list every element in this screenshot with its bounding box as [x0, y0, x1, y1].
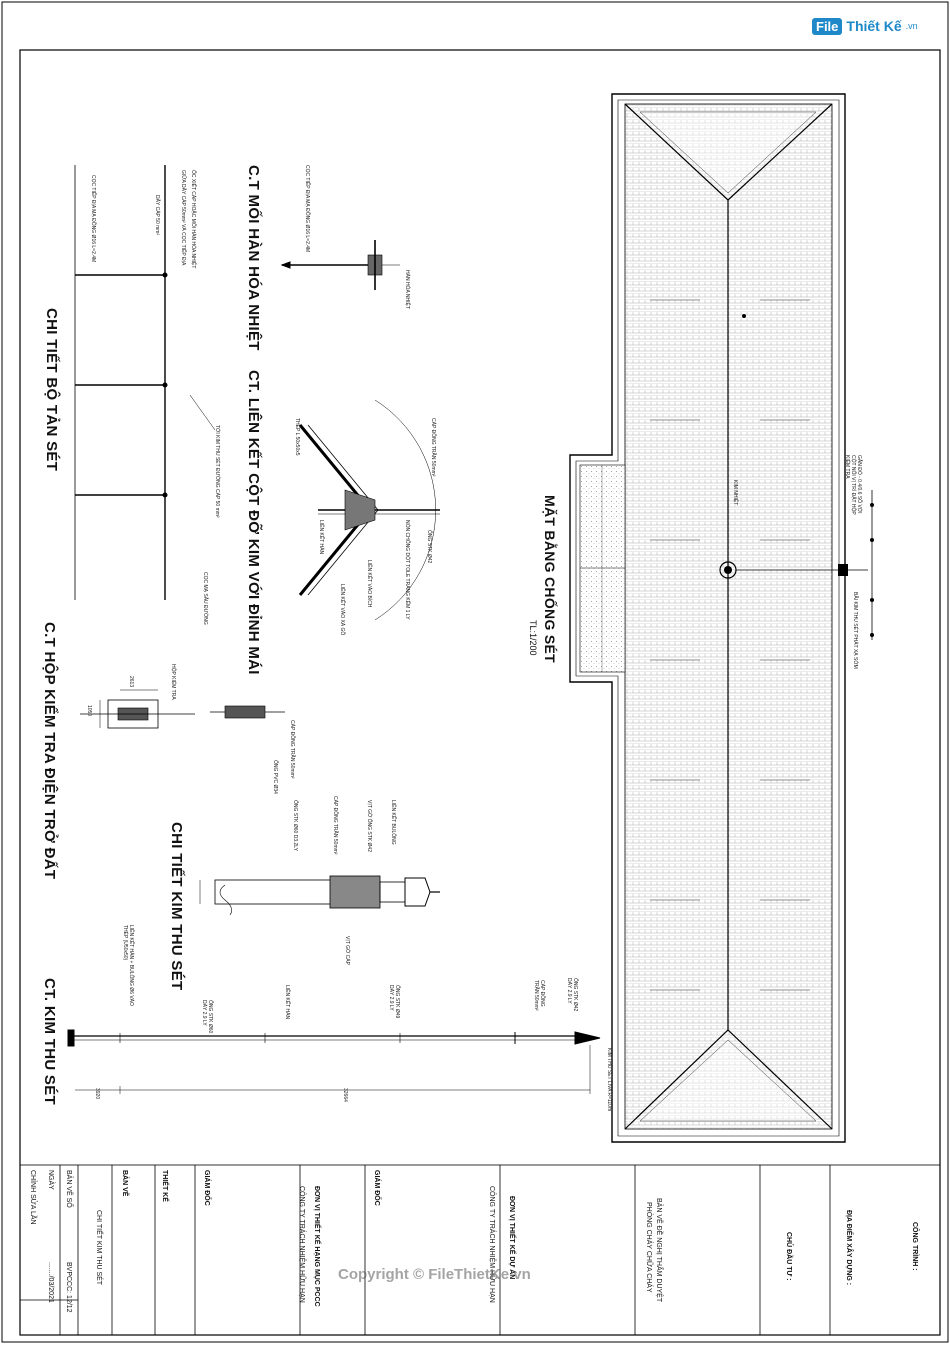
- needle-title: CT. KIM THU SÉT: [41, 978, 58, 1105]
- nd-label-1: LIÊN KẾT BULÔNG: [390, 800, 396, 845]
- site-logo[interactable]: File Thiết Kế .vn: [812, 14, 918, 38]
- logo-domain: .vn: [905, 21, 918, 31]
- rj-label-1: CÁP ĐỒNG TRẦN 50mm²: [430, 418, 436, 477]
- tb-sheet-no-label: BẢN VẼ SỐ: [65, 1170, 72, 1208]
- tb-chu-dau-tu: CHỦ ĐẦU TƯ :: [785, 1232, 792, 1281]
- gg-label-1: ỐC XIẾT CÁP HOẶC MỐI HÀN HÓA NHIỆT: [190, 170, 196, 269]
- rj-label-3: NÓN CHỐNG DỘT TOLE TRÁNG KẼM 1 LY: [404, 520, 410, 620]
- nd-label-3: CÁP ĐỒNG TRẦN 50mm²: [332, 796, 338, 855]
- ground-grid-drawing: [74, 165, 216, 600]
- tb-revision-label: CHỈNH SỬA LẦN: [29, 1170, 36, 1225]
- tb-cong-trinh: CÔNG TRÌNH :: [911, 1222, 918, 1271]
- tb-purpose-2: PHÒNG CHÁY CHỮA CHÁY: [645, 1202, 652, 1293]
- exothermic-title: C.T MỐI HÀN HÓA NHIỆT: [245, 165, 262, 351]
- roof-plan: [569, 93, 874, 1143]
- needle-detail-drawing: [199, 875, 440, 916]
- roof-joint-title: CT. LIÊN KẾT CỘT ĐỠ KIM VỚI ĐỈNH MÁI: [245, 370, 262, 675]
- testbox-title: C.T HỘP KIỂM TRA ĐIỆN TRỞ ĐẤT: [41, 622, 58, 880]
- nd-label-4: ỐNG STK Ø60 D3.2LY: [292, 800, 298, 852]
- tb-pccc-unit-label: ĐƠN VỊ THIẾT KẾ HẠNG MỤC PCCC: [313, 1186, 320, 1307]
- tb-drawing-label: BẢN VẼ: [121, 1170, 128, 1197]
- tb-pccc-unit-name: CÔNG TY TRÁCH NHIỆM HỮU HẠN: [298, 1186, 305, 1303]
- tb-date: ......./03/2021: [47, 1262, 54, 1303]
- needle-drawing: [67, 1029, 601, 1094]
- needle-detail-title: CHI TIẾT KIM THU SÉT: [168, 822, 185, 991]
- tb-director-1: GIÁM ĐỐC: [373, 1170, 380, 1206]
- tb-label-3: HỘP KIỂM TRA: [170, 664, 176, 700]
- plan-label-ground: BÃI KIM THU SÉT PHÁT XẠ SỚM: [852, 592, 858, 669]
- tb-label-2: ỐNG PVC Ø34: [272, 760, 278, 794]
- exothermic-drawing: [280, 240, 400, 290]
- tb-dia-diem: ĐỊA ĐIỂM XÂY DỰNG :: [845, 1210, 852, 1286]
- ex-label-2: CỌC TIẾP ĐỊA MẠ ĐỒNG Ø16 L=2.4M: [304, 165, 310, 253]
- nd-label-5: VỊT GỜ CÁP: [344, 936, 350, 965]
- tb-design-unit-name: CÔNG TY TRÁCH NHIỆM HỮU HẠN: [488, 1186, 495, 1303]
- needle-label-6: ỐNG STK Ø60 DÀY 2.9 LY: [201, 1000, 213, 1034]
- needle-label-7: LIÊN KẾT HÀN + BULÔNG Ø6 VÀO THÉP (U50x5…: [122, 925, 134, 1006]
- needle-dim-1: 3920: [94, 1088, 100, 1100]
- plan-title: MẶT BẰNG CHỐNG SÉT: [542, 495, 558, 663]
- rj-label-5: LIÊN KẾT VÀO XÀ GỒ: [339, 584, 345, 636]
- rj-label-6: LIÊN KẾT HÀN: [318, 520, 324, 555]
- gg-label-3: DÂY CÁP 50 mm²: [154, 195, 160, 236]
- plan-label-main: KIM NHIỆT: [732, 480, 738, 506]
- needle-label-1: KIM THU SÉT LIVA R=110m: [606, 1048, 612, 1112]
- plan-scale: TL:1/200: [528, 620, 538, 656]
- tb-date-label: NGÀY: [47, 1170, 54, 1190]
- plan-label-testbox: GẮN ĐỔ - 0.4/0.6 SỐ VỚI CỘT NỐI VỊ TRÍ Đ…: [844, 455, 862, 515]
- gg-label-4: CỌC TIẾP ĐỊA MẠ ĐỒNG Ø16 L=2.4M: [90, 175, 96, 263]
- tb-sheet-no: BVPCCC: 12/12: [65, 1262, 72, 1313]
- nd-label-2: VỊT GỜ ỐNG STK Ø42: [366, 800, 372, 852]
- tb-director-2: GIÁM ĐỐC: [203, 1170, 210, 1206]
- gg-label-2: GIỮA DÂY CÁP 50mm² VÀ CỌC TIẾP ĐỊA: [180, 170, 186, 266]
- needle-label-2: ỐNG STK Ø42 DÀY 2.9 LY: [566, 978, 578, 1012]
- logo-name: Thiết Kế: [846, 18, 902, 34]
- tb-purpose-1: BẢN VẼ ĐỀ NGHỊ THẨM DUYỆT: [655, 1198, 662, 1303]
- tb-designer: THIẾT KẾ: [161, 1170, 168, 1202]
- copyright-watermark: Copyright © FileThietKe.vn: [338, 1266, 531, 1283]
- tb-label-4: 2613: [128, 676, 134, 688]
- ex-label-1: HÀN HÓA NHIỆT: [404, 270, 410, 309]
- gg-label-6: CỌC MẠ SÂU ĐƯỜNG: [202, 572, 208, 625]
- gg-label-5: TỚI KIM THU SÉT ĐƯỜNG CÁP 50 mm²: [214, 425, 220, 518]
- needle-label-5: LIÊN KẾT HÀN: [284, 985, 290, 1020]
- test-box-symbol: [838, 564, 848, 576]
- rj-label-7: THÉP L 50x50x5: [294, 418, 300, 456]
- rj-label-2: ỐNG STK Ø42: [426, 530, 432, 564]
- needle-label-4: ỐNG STK Ø49 DÀY 2.9 LY: [388, 985, 400, 1019]
- logo-brand: File: [812, 17, 843, 35]
- roof-annex: [579, 464, 626, 673]
- needle-label-3: CÁP ĐỒNG TRẦN 50mm²: [533, 980, 545, 1011]
- title-block: [19, 1164, 941, 1336]
- tb-drawing-name: CHI TIẾT KIM THU SÉT: [95, 1210, 102, 1286]
- ground-grid-title: CHI TIẾT BỘ TẢN SÉT: [43, 308, 60, 472]
- tb-label-5: 1050: [86, 705, 92, 717]
- tb-label-1: CÁP ĐỒNG TRẦN 50mm²: [289, 720, 295, 779]
- rj-label-4: LIÊN KẾT VÀO BÍCH: [366, 560, 372, 608]
- test-box-drawing: [80, 689, 285, 729]
- roof-joint-drawing: [298, 399, 440, 621]
- needle-dim-2: 32664: [342, 1088, 348, 1102]
